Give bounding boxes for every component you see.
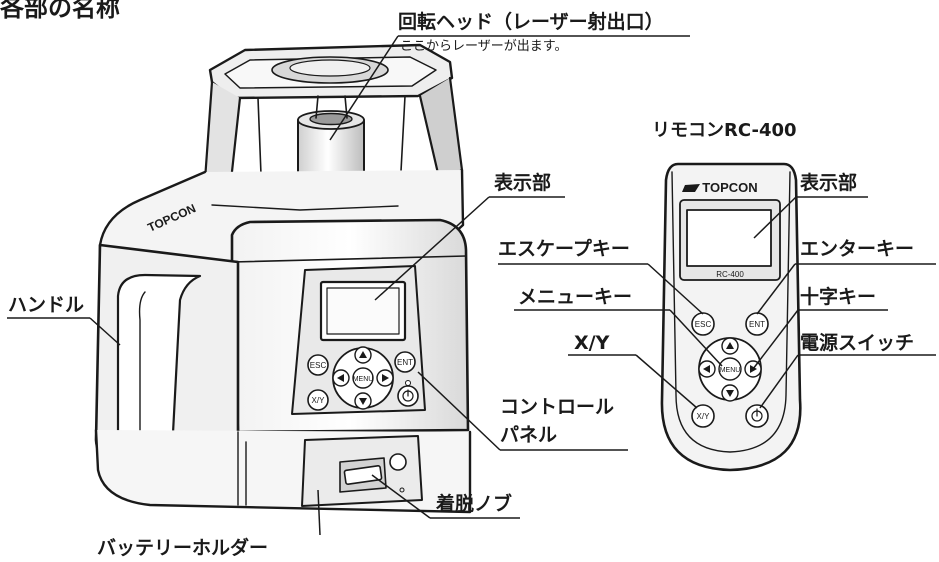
unit-ent-button [394,351,416,373]
label-control-panel-1: コントロール [500,396,615,418]
svg-text:ENT: ENT [749,320,765,329]
section-heading: 各部の名称 [0,0,120,22]
label-control-panel-2: パネル [500,424,558,446]
unit-esc-button [307,354,329,376]
svg-text:RC-400: RC-400 [716,270,744,279]
remote-display [686,209,772,267]
svg-text:X/Y: X/Y [312,396,326,405]
svg-text:ENT: ENT [397,358,413,367]
label-enter-key: エンターキー [800,238,915,260]
label-cross-key: 十字キー [800,286,877,308]
label-xy-key: X/Y [574,332,610,354]
laser-unit: ESC MENU ENT X/Y TOPCON [94,43,472,514]
remote-rc400: TOPCON RC-400 ESC ENT MENU X/Y [660,162,802,472]
svg-text:ESC: ESC [695,320,712,329]
label-rotating-head-note: ここからレーザーが出ます。 [400,39,568,54]
label-power-switch: 電源スイッチ [800,332,915,354]
label-remote-display: 表示部 [800,172,858,194]
remote-title: リモコンRC-400 [652,120,797,141]
label-escape-key: エスケープキー [498,238,630,260]
cage-pillar-right [418,76,464,184]
remote-xy-button [691,404,715,428]
unit-xy-button [307,389,329,411]
label-release-knob: 着脱ノブ [436,493,513,515]
label-menu-key: メニューキー [518,286,633,308]
remote-logo: TOPCON [702,180,757,195]
svg-text:ESC: ESC [310,361,327,370]
release-knob [343,465,383,485]
label-display-unit: 表示部 [494,172,552,194]
label-battery-holder: バッテリーホルダー [97,537,269,559]
leader-lines [7,35,936,536]
label-rotating-head: 回転ヘッド（レーザー射出口） [398,11,664,33]
label-handle: ハンドル [8,294,85,316]
svg-text:MENU: MENU [353,376,374,383]
svg-text:MENU: MENU [720,367,741,374]
svg-text:X/Y: X/Y [697,412,711,421]
